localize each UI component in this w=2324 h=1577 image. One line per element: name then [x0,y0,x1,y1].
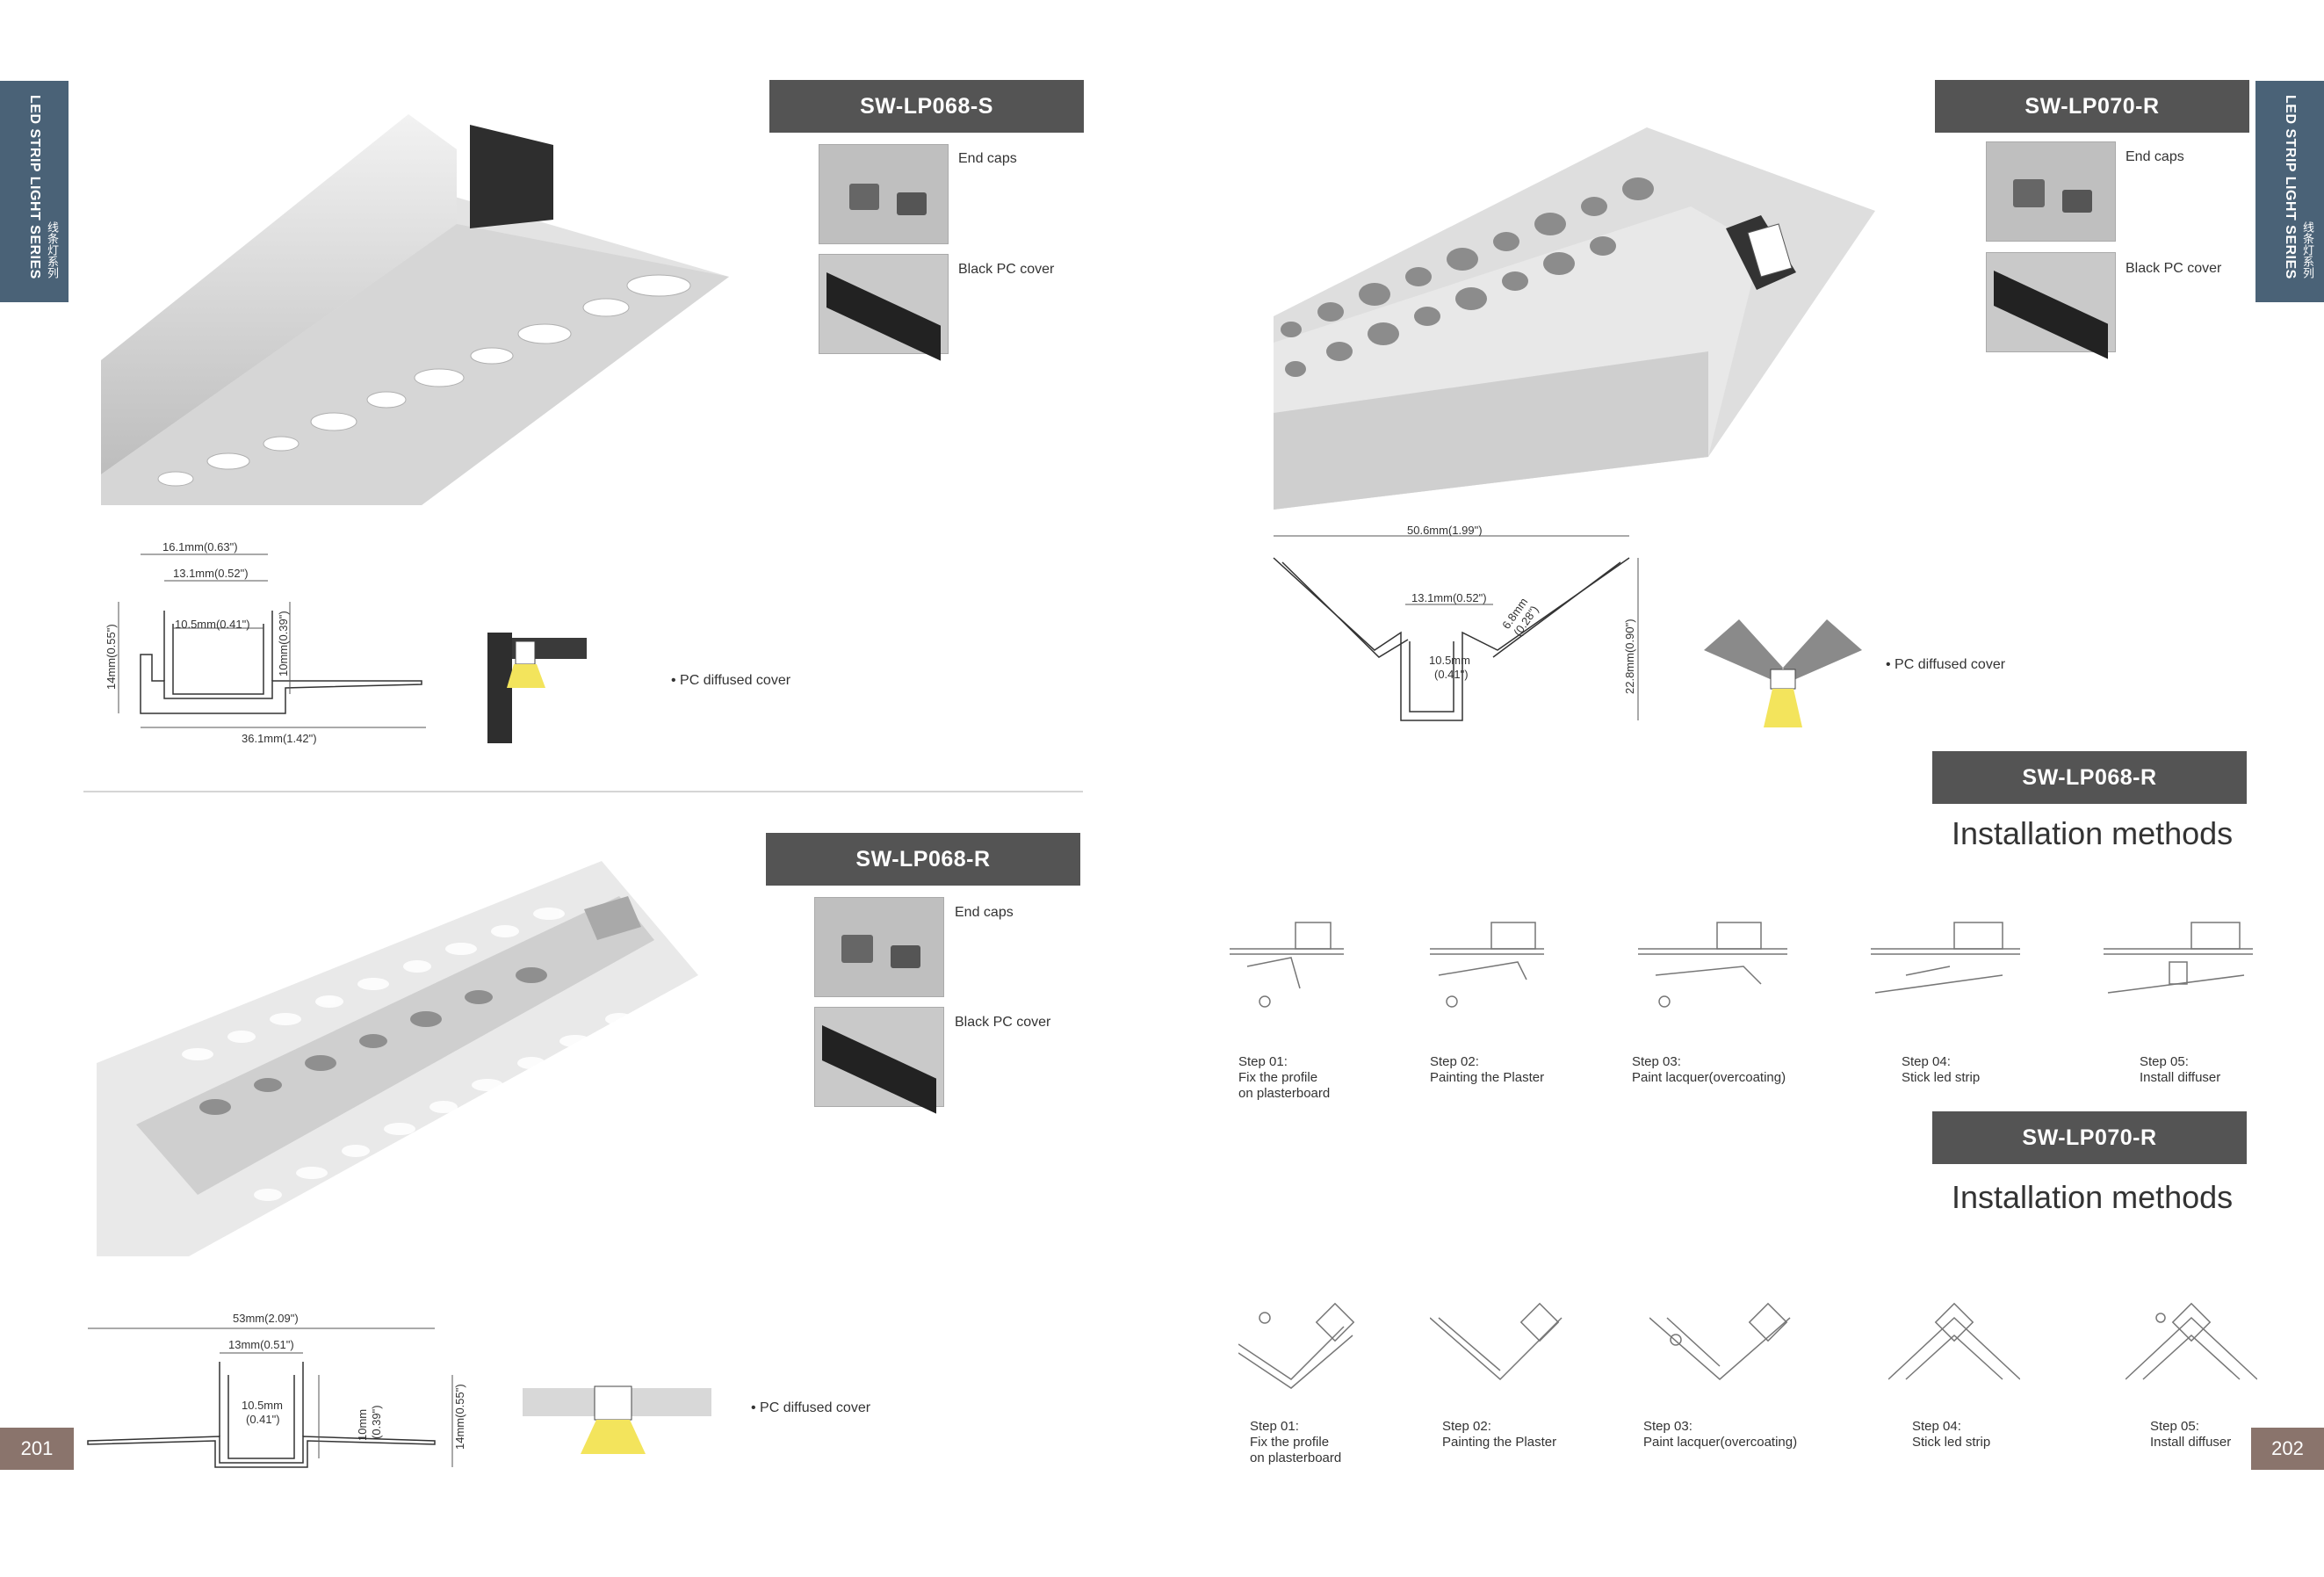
end-caps-image [1986,141,2116,242]
cover-illustration-lp070-r [1704,619,1862,727]
product-photo-lp068-r [97,861,698,1256]
install-step-03-label: Step 03: Paint lacquer(overcoating) [1643,1419,1798,1450]
install-step-04-diagram [1888,1302,2020,1380]
pc-diffused-cover-note: • PC diffused cover [671,673,791,688]
install-title-lp068-r: SW-LP068-R [1932,751,2247,804]
install-step-02-diagram [1430,1302,1563,1381]
end-caps-label: End caps [958,151,1017,166]
dim-total-width: 36.1mm(1.42") [242,732,317,745]
pc-diffused-cover-note: • PC diffused cover [751,1400,871,1415]
install-step-03-diagram [1649,1302,1791,1380]
install-step-04-label: Step 04: Stick led strip [1912,1419,1991,1450]
side-tab-text: LED STRIP LIGHT SERIES [27,95,42,279]
end-caps-image [819,144,949,244]
end-caps-image [814,897,944,997]
dim-height-channel: 10mm(0.39") [277,611,290,676]
install-step-04-label: Step 04: Stick led strip [1902,1054,1981,1085]
end-caps-label: End caps [955,905,1014,920]
black-pc-cover-label: Black PC cover [955,1015,1051,1030]
product-title-lp068-r: SW-LP068-R [766,833,1080,886]
install-step-03-label: Step 03: Paint lacquer(overcoating) [1632,1054,1786,1085]
side-tab-subtext: 线条灯系列 [46,221,59,279]
dim-width-channel-inch: (0.41") [1434,668,1469,681]
install-step-01-diagram [1230,922,1344,1008]
install-step-05-label: Step 05: Install diffuser [2140,1054,2221,1085]
side-tab-right: LED STRIP LIGHT SERIES 线条灯系列 [2255,81,2324,302]
black-pc-cover-image [814,1007,944,1114]
side-tab-text: LED STRIP LIGHT SERIES [2283,95,2298,279]
install-step-01-label: Step 01: Fix the profile on plasterboard [1250,1419,1342,1465]
install-step-01-label: Step 01: Fix the profile on plasterboard [1238,1054,1331,1101]
section-divider [83,791,1083,792]
install-step-01-diagram [1238,1302,1355,1389]
dim-width-channel: 10.5mm [1429,654,1470,667]
dim-width-channel: 10.5mm [242,1399,283,1412]
pc-diffused-cover-note: • PC diffused cover [1886,657,2006,672]
dim-height-outer: 14mm(0.55") [453,1384,466,1450]
dim-height-outer: 14mm(0.55") [105,624,118,690]
dim-total-width: 53mm(2.09") [233,1312,299,1325]
cover-illustration-lp068-r [523,1385,711,1454]
black-pc-cover-label: Black PC cover [2126,261,2222,276]
dim-width-outer: 16.1mm(0.63") [162,540,238,553]
install-step-02-label: Step 02: Painting the Plaster [1442,1419,1557,1450]
dim-width-channel: 10.5mm(0.41") [175,618,250,631]
product-photo-lp068-s [101,114,729,505]
install-step-03-diagram [1638,922,1787,1008]
black-pc-cover-image [819,254,949,361]
dimension-drawing-lp068-s: 16.1mm(0.63") 13.1mm(0.52") 10.5mm(0.41"… [105,540,426,745]
dimension-drawing-lp070-r: 50.6mm(1.99") 13.1mm(0.52") 10.5mm (0.41… [1273,524,1639,721]
dim-height-outer: 22.8mm(0.90") [1623,619,1636,694]
installation-methods-heading: Installation methods [1952,815,2234,851]
dim-width-inner: 13.1mm(0.52") [1411,591,1487,604]
installation-methods-heading: Installation methods [1952,1179,2234,1215]
cover-illustration-lp068-s [487,633,587,743]
product-title-lp070-r: SW-LP070-R [1935,80,2249,133]
product-photo-lp070-r [1274,127,1875,510]
page-number-right: 202 [2251,1428,2324,1470]
install-step-02-label: Step 02: Painting the Plaster [1430,1054,1545,1085]
install-step-05-diagram [2126,1302,2257,1380]
black-pc-cover-image [1986,252,2116,359]
dim-width-inner: 13.1mm(0.52") [173,567,249,580]
dim-total-width: 50.6mm(1.99") [1407,524,1483,537]
dim-width-channel-inch: (0.41") [246,1413,280,1426]
side-tab-left: LED STRIP LIGHT SERIES 线条灯系列 [0,81,69,302]
black-pc-cover-label: Black PC cover [958,262,1055,277]
install-step-05-label: Step 05: Install diffuser [2150,1419,2232,1450]
dim-width-inner: 13mm(0.51") [228,1338,294,1351]
install-step-04-diagram [1871,922,2020,994]
end-caps-label: End caps [2126,149,2184,164]
dim-height-channel: 10mm [356,1409,369,1441]
side-tab-subtext: 线条灯系列 [2301,221,2314,279]
product-title-lp068-s: SW-LP068-S [769,80,1084,133]
install-step-05-diagram [2104,922,2253,994]
dimension-drawing-lp068-r: 53mm(2.09") 13mm(0.51") 10.5mm (0.41") 1… [87,1312,466,1468]
page-number-left: 201 [0,1428,74,1470]
dim-height-channel-inch: (0.39") [370,1405,383,1439]
install-title-lp070-r: SW-LP070-R [1932,1111,2247,1164]
install-step-02-diagram [1430,922,1544,1008]
